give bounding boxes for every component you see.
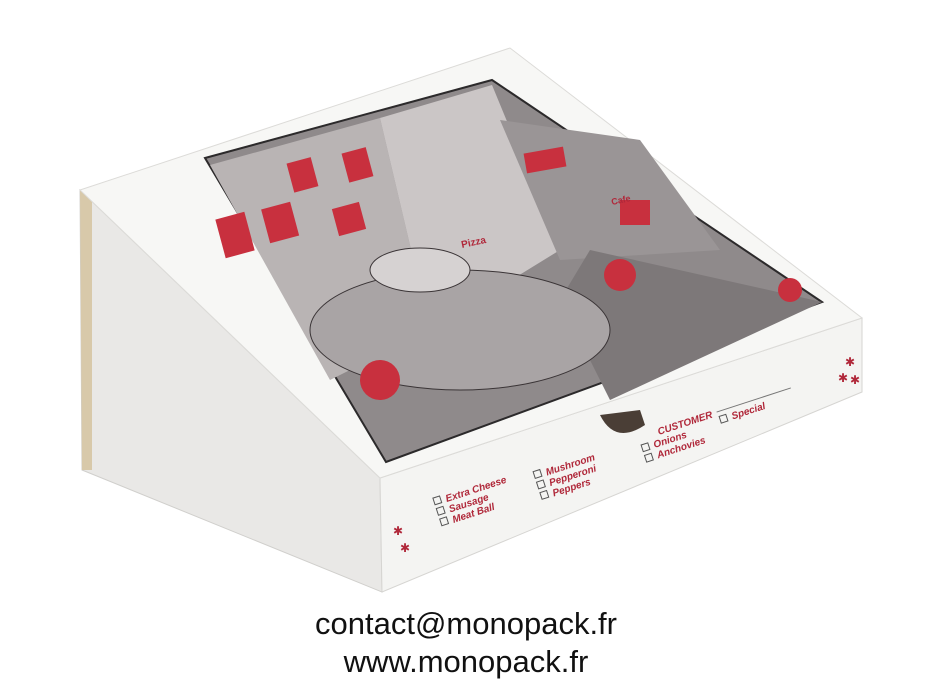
svg-text:✱: ✱ bbox=[393, 524, 403, 538]
svg-text:✱: ✱ bbox=[845, 355, 855, 369]
svg-text:✱: ✱ bbox=[400, 541, 410, 555]
cafe-sign: Cafe bbox=[610, 193, 631, 207]
street-illustration: Pizza Cafe bbox=[203, 78, 825, 464]
svg-text:✱: ✱ bbox=[850, 373, 860, 387]
svg-text:✱: ✱ bbox=[838, 371, 848, 385]
contact-email: contact@monopack.fr bbox=[315, 606, 617, 641]
box-edge bbox=[80, 190, 92, 470]
star-decorations: ✱✱ ✱✱✱ bbox=[393, 355, 860, 555]
thumb-notch bbox=[600, 410, 645, 433]
pizza-box-photo: Pizza Cafe Extra Cheese Sausage Meat Bal… bbox=[79, 47, 864, 593]
pizza-sign: Pizza bbox=[460, 235, 487, 251]
contact-website: www.monopack.fr bbox=[343, 644, 589, 679]
